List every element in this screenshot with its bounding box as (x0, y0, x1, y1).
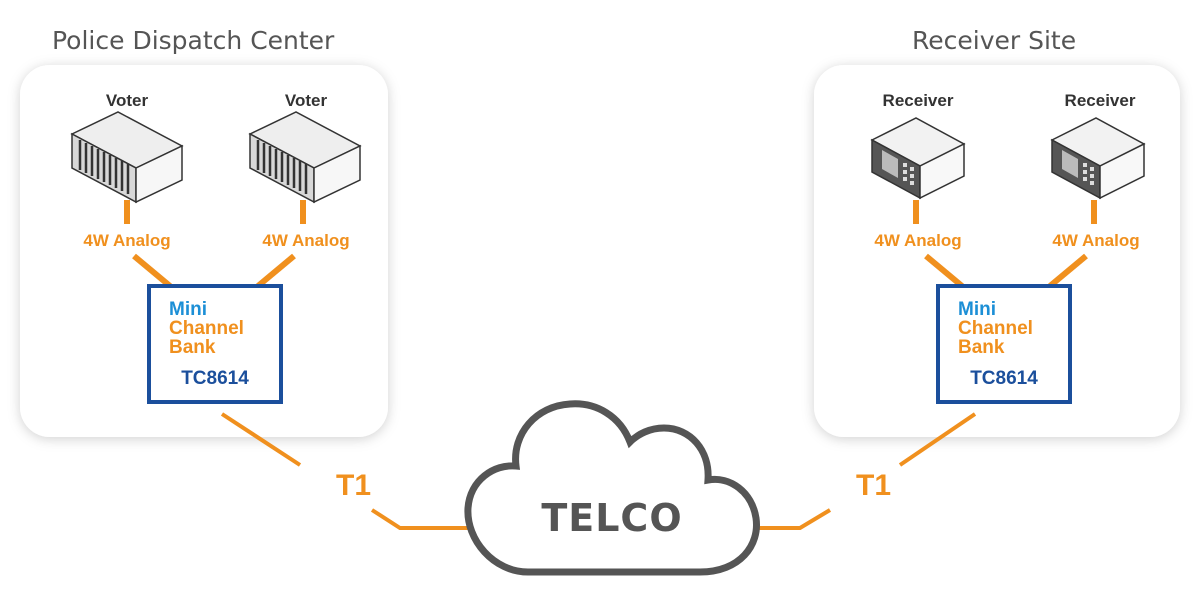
voter-device-icon (70, 111, 184, 204)
left-site-title: Police Dispatch Center (52, 26, 335, 55)
right-device-1-label: Receiver (882, 91, 954, 110)
left-device-1-label: Voter (105, 91, 149, 110)
left-channel-bank-line2: Channel (169, 318, 244, 339)
left-links (124, 200, 306, 289)
left-link-2-label: 4W Analog (262, 231, 350, 250)
left-t1-label: T1 (336, 469, 372, 502)
left-channel-bank-line1: Mini (169, 299, 207, 320)
right-link-2-label: 4W Analog (1052, 231, 1140, 250)
right-t1-label: T1 (856, 469, 892, 502)
right-site-title: Receiver Site (912, 26, 1077, 55)
left-channel-bank-line3: Bank (169, 337, 216, 358)
right-link-1-diagonal (924, 253, 964, 289)
left-channel-bank-model: TC8614 (181, 368, 249, 389)
right-link-2-diagonal (1048, 253, 1088, 289)
right-t1-link (898, 412, 977, 467)
receiver-device-icon (870, 117, 966, 200)
right-link-1-label: 4W Analog (874, 231, 962, 250)
left-link-2-diagonal (256, 253, 296, 289)
right-channel-bank-line3: Bank (958, 337, 1005, 358)
right-channel-bank-line2: Channel (958, 318, 1033, 339)
right-links (913, 200, 1097, 289)
right-channel-bank: Mini Channel Bank TC8614 (936, 284, 1072, 404)
left-device-2-label: Voter (284, 91, 328, 110)
right-channel-bank-model: TC8614 (970, 368, 1038, 389)
telco-label: TELCO (541, 496, 683, 540)
voter-device-icon (248, 111, 362, 204)
right-device-2-label: Receiver (1064, 91, 1136, 110)
left-t1-link-lower (370, 508, 478, 530)
left-link-1-label: 4W Analog (83, 231, 171, 250)
cloud-icon (464, 400, 760, 576)
left-channel-bank: Mini Channel Bank TC8614 (147, 284, 283, 404)
left-link-1-diagonal (132, 253, 172, 289)
left-t1-link (220, 412, 302, 467)
receiver-device-icon (1050, 117, 1146, 200)
right-channel-bank-line1: Mini (958, 299, 996, 320)
